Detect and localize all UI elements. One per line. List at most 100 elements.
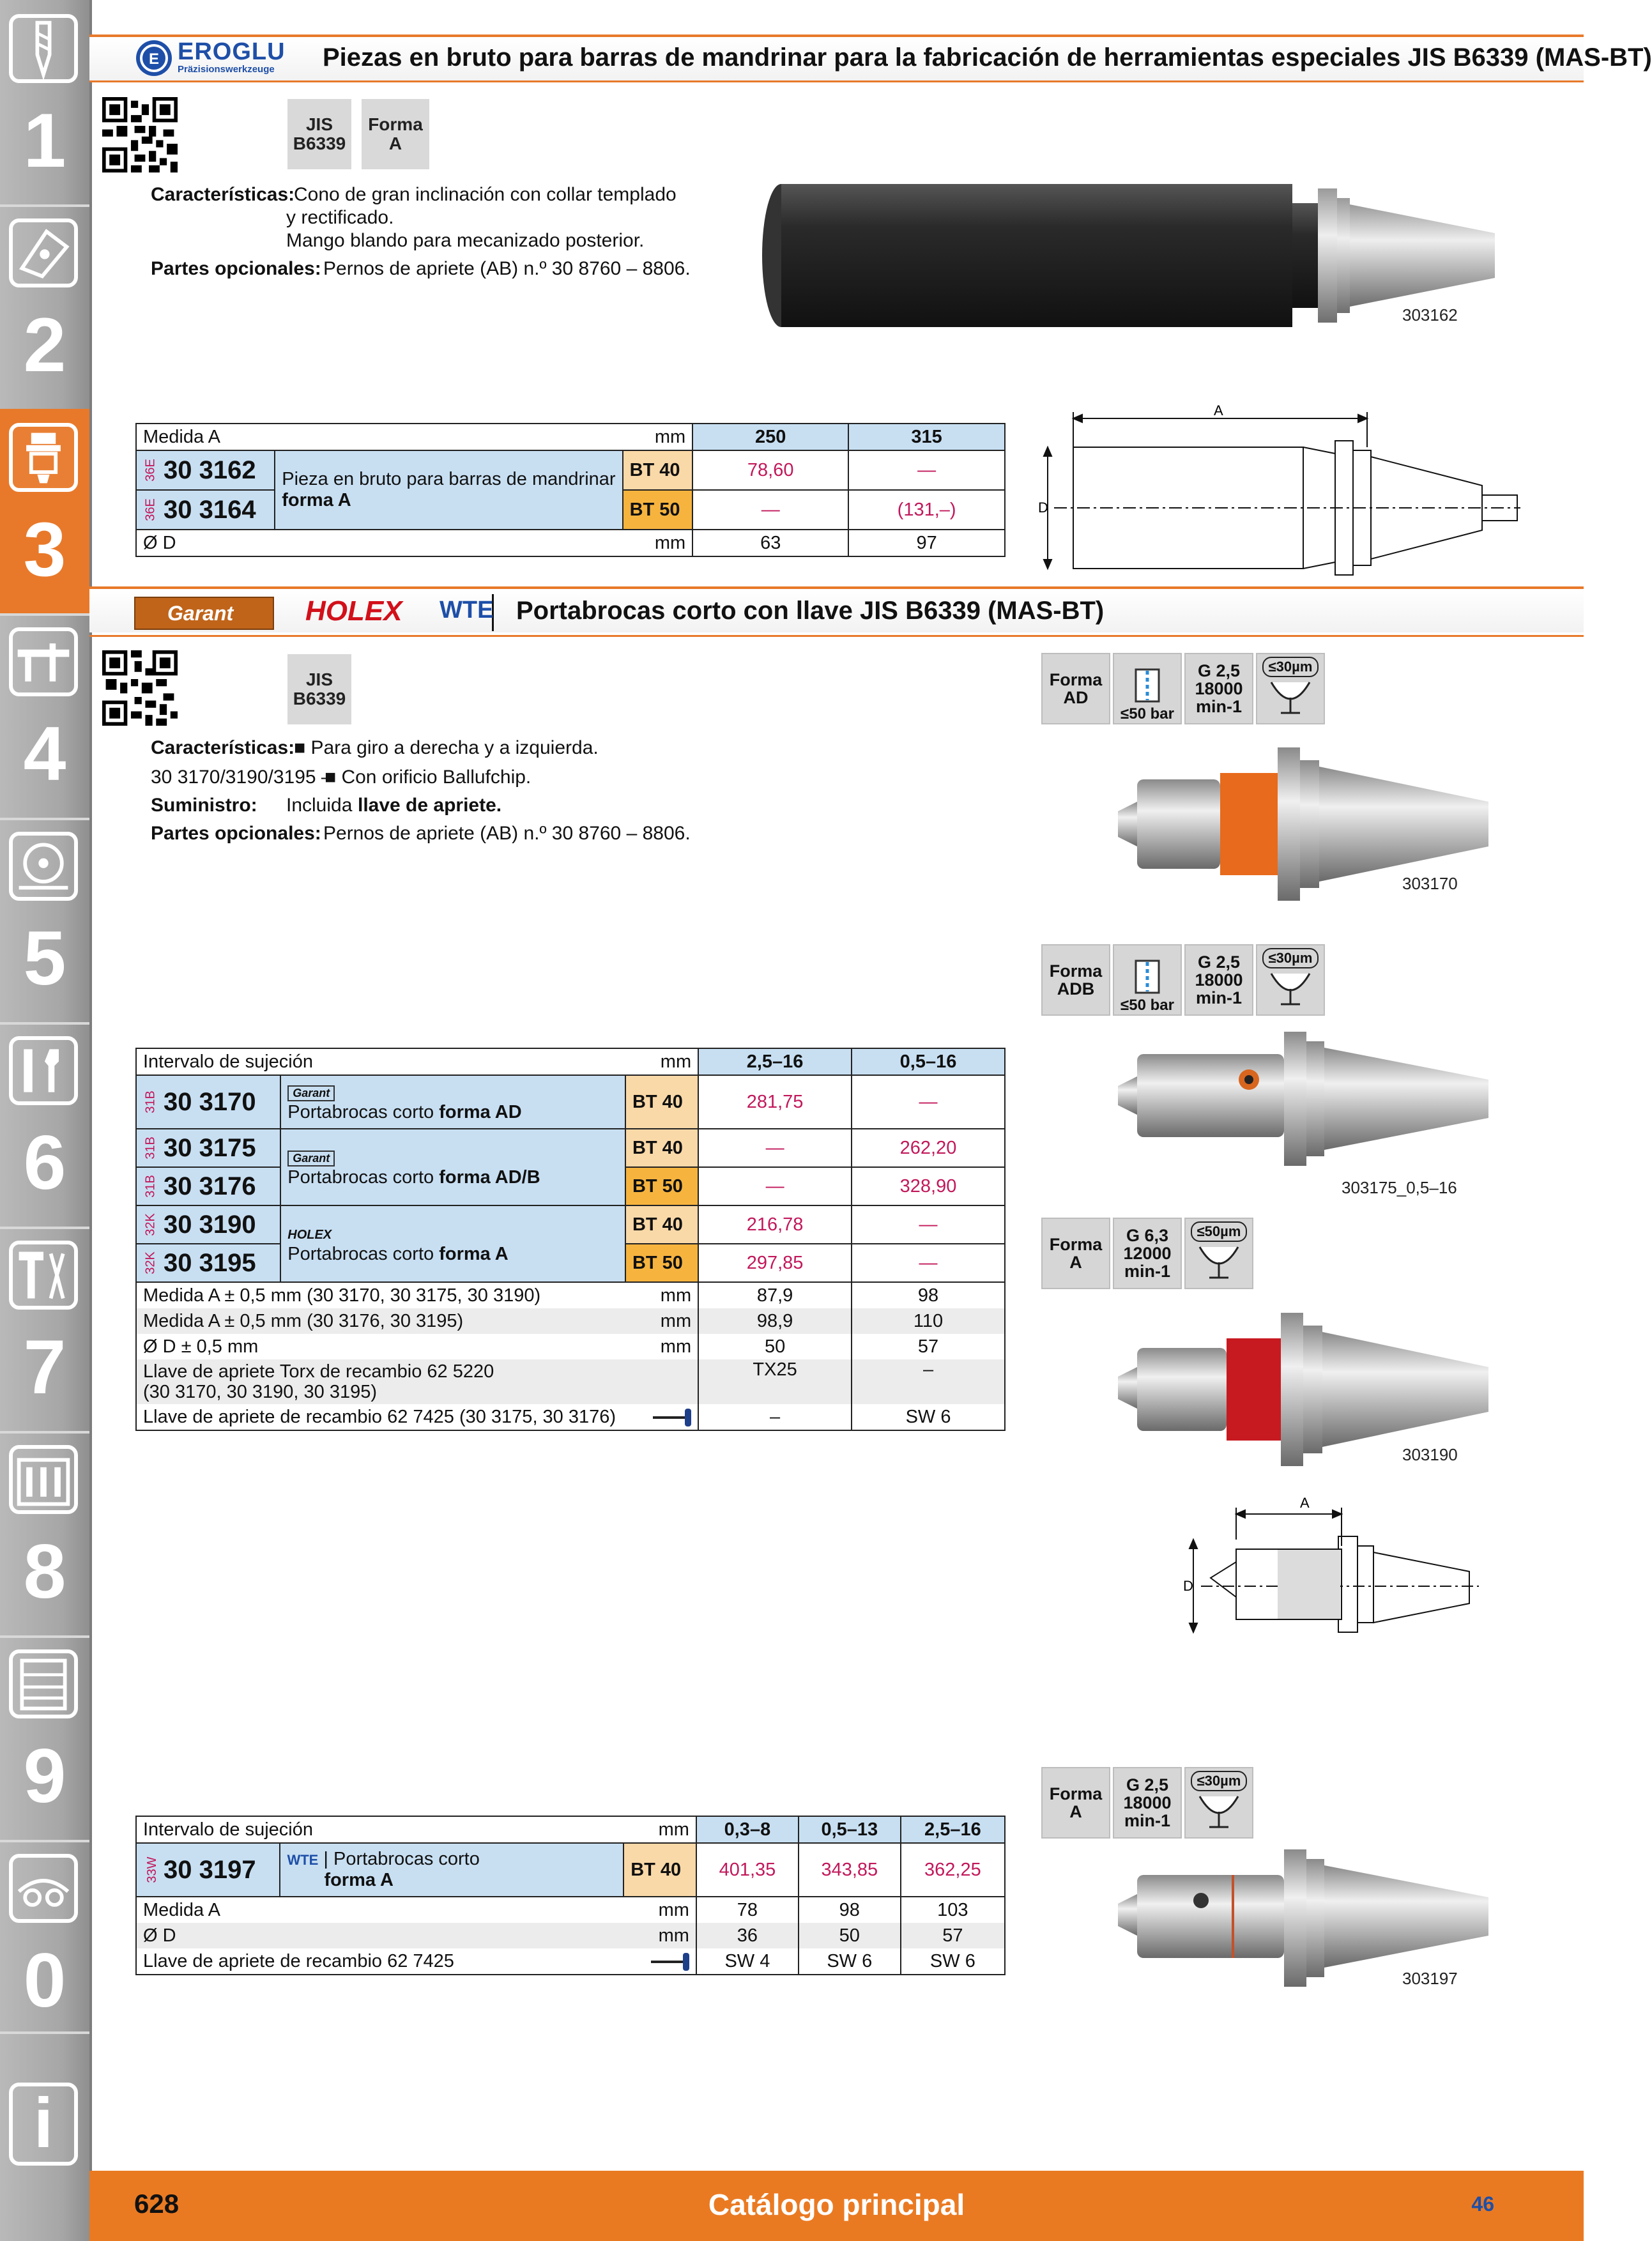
garant-logo: Garant <box>134 597 274 630</box>
norm-jis-badge: JIS B6339 <box>287 99 351 169</box>
chapter-tab-5[interactable]: 5 <box>0 818 89 1025</box>
article-number[interactable]: 33W 30 3197 <box>135 1842 281 1897</box>
article-number-text: 30 3197 <box>164 1855 256 1884</box>
runout-pictogram: ≤30µm <box>1256 653 1325 724</box>
section1-header <box>89 37 1584 80</box>
chapter-number: 3 <box>23 507 66 592</box>
pict-line: G 2,5 <box>1197 952 1241 972</box>
chapter-tab-2[interactable]: 2 <box>0 204 89 411</box>
qr-code-icon[interactable] <box>102 97 178 172</box>
info-letter: i <box>33 2084 54 2162</box>
qr-code-icon[interactable] <box>102 650 178 726</box>
norm-line: JIS <box>305 114 333 134</box>
pict-line: Forma <box>1049 961 1103 981</box>
pict-line: Forma <box>1049 1235 1103 1254</box>
runout-text: ≤50µm <box>1191 1221 1247 1242</box>
spec-line: Llave de apriete de recambio 62 7425 (30… <box>143 1406 616 1427</box>
table-row[interactable]: 33W 30 3197 WTE | Portabrocas corto forma… <box>135 1842 1006 1897</box>
taper-size: BT 40 <box>624 1128 700 1168</box>
chapter-tab-0[interactable]: 0 <box>0 1840 89 2034</box>
footer-code: 46 <box>1471 2192 1494 2215</box>
price-cell: 343,85 <box>797 1842 901 1897</box>
cabinet-icon <box>9 1649 78 1718</box>
spec-value: 103 <box>899 1897 1006 1923</box>
product-description: WTE | Portabrocas corto forma A <box>279 1842 625 1897</box>
chapter-tab-4[interactable]: 4 <box>0 613 89 820</box>
dim-label-a: A <box>1300 1495 1310 1511</box>
delivery-bold: llave de apriete. <box>358 795 502 816</box>
photo-caption: 303175_0,5–16 <box>1342 1178 1457 1197</box>
coolant-pressure-pictogram: ≤50 bar <box>1113 944 1182 1016</box>
pressure-text: ≤50 bar <box>1120 705 1174 723</box>
norm-jis-badge: JIS B6339 <box>287 654 351 724</box>
chapter-tab-3[interactable]: 3 <box>0 409 89 616</box>
garant-text: Garant <box>167 602 234 625</box>
pict-line: G 2,5 <box>1126 1775 1169 1794</box>
key-icon <box>650 1952 689 1971</box>
chapter-tab-9[interactable]: 9 <box>0 1635 89 1842</box>
pict-line: ADB <box>1057 979 1095 998</box>
price-cell: — <box>851 1075 1006 1129</box>
spec-label: Ø D <box>135 1923 624 1948</box>
toolholder-icon <box>9 423 78 492</box>
product-description: Garant Portabrocas corto forma AD <box>280 1075 626 1129</box>
spec-unit: mm <box>625 1334 700 1359</box>
table-head-label: Intervalo de sujeción <box>135 1048 625 1076</box>
chapter-tab-8[interactable]: 8 <box>0 1431 89 1638</box>
desc-form: forma AD <box>439 1102 522 1122</box>
group-code: 32K <box>143 1251 158 1274</box>
pict-line: 12000 <box>1123 1244 1172 1263</box>
chapter-tab-info[interactable]: i <box>0 2044 89 2172</box>
caliper-icon <box>9 627 78 696</box>
eroglu-logo: E EROGLU Präzisionswerkzeuge <box>134 38 326 78</box>
wrench-icon <box>9 1036 78 1105</box>
dim-label-d: D <box>1183 1578 1193 1594</box>
catalog-title: Catálogo principal <box>708 2188 965 2221</box>
optional-label: Partes opcionales: <box>151 823 321 844</box>
desc-form: forma AD/B <box>439 1167 540 1188</box>
features-text: ■ Para giro a derecha y a izquierda. <box>294 737 599 758</box>
product-description: Garant Portabrocas corto forma AD/B <box>280 1128 626 1206</box>
product-table-3: Intervalo de sujeción mm 0,3–8 0,5–13 2,… <box>135 1816 1006 1975</box>
price-cell: 78,60 <box>692 450 850 491</box>
wte-mini-logo: WTE <box>287 1852 319 1868</box>
variant-prefix: 30 3170/3190/3195 – <box>151 767 332 788</box>
coolant-icon <box>1135 960 1160 994</box>
spec-label: Ø D ± 0,5 mm <box>135 1334 625 1359</box>
product-table-2: Intervalo de sujeción mm 2,5–16 0,5–16 3… <box>135 1048 1006 1431</box>
spec-value: 63 <box>692 529 850 557</box>
pressure-text: ≤50 bar <box>1120 997 1174 1014</box>
taper-size: BT 40 <box>622 450 694 491</box>
drill-chuck-holex-photo <box>1118 1313 1488 1466</box>
chapter-tab-7[interactable]: 7 <box>0 1227 89 1434</box>
group-code: 33W <box>145 1856 160 1883</box>
group-code: 31B <box>143 1090 158 1113</box>
pict-line: min-1 <box>1124 1262 1170 1281</box>
insert-icon <box>9 218 78 287</box>
chapter-tab-6[interactable]: 6 <box>0 1022 89 1229</box>
spec-value: 97 <box>848 529 1006 557</box>
pliers-icon <box>9 1241 78 1310</box>
grinding-disc-icon <box>9 832 78 901</box>
spec-label: Medida A ± 0,5 mm (30 3170, 30 3175, 30 … <box>135 1282 625 1308</box>
spec-label: Medida A <box>135 1897 624 1923</box>
desc-line: Portabrocas corto <box>287 1244 434 1264</box>
chapter-tab-1[interactable]: 1 <box>0 0 89 207</box>
pict-line: min-1 <box>1195 697 1242 716</box>
section2-title: Portabrocas corto con llave JIS B6339 (M… <box>516 597 1105 625</box>
